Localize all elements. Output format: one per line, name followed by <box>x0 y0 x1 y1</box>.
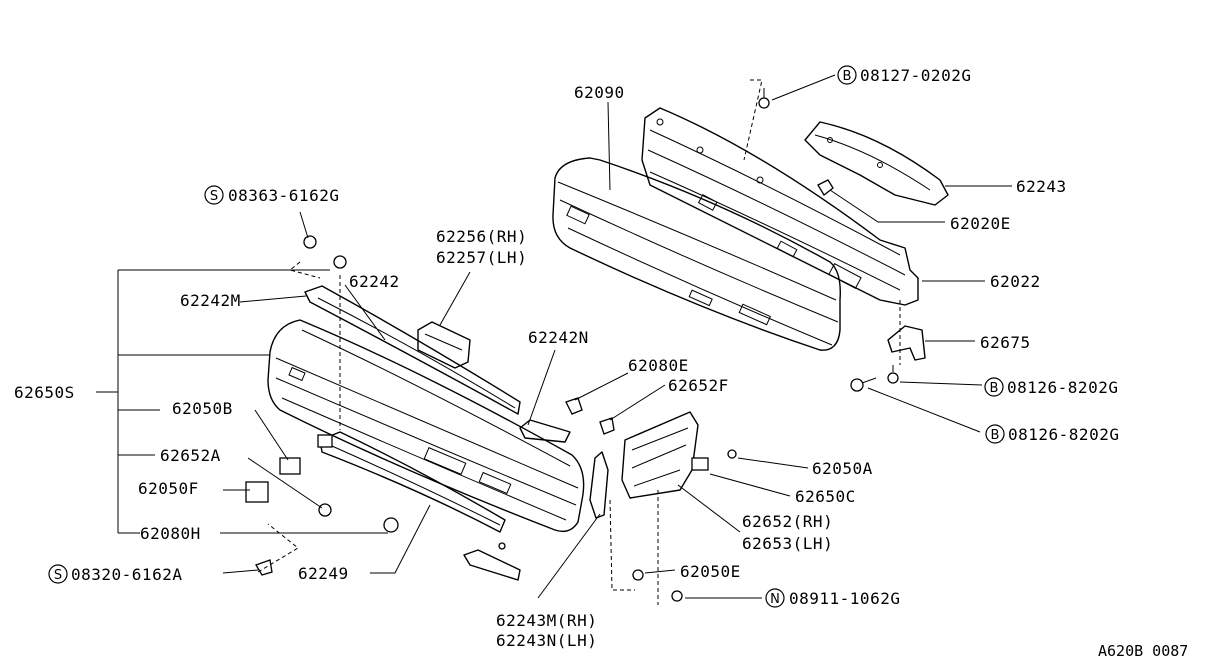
screw-s-circle-icon <box>48 564 68 584</box>
part-62242-molding <box>304 285 521 415</box>
label-62242: 62242 <box>349 272 400 291</box>
bolt-icon-group-right <box>758 88 899 392</box>
label-62653LH: 62653(LH) <box>742 534 833 553</box>
label-62243: 62243 <box>1016 177 1067 196</box>
label-62650C: 62650C <box>795 487 856 506</box>
part-62256-marker <box>417 321 471 369</box>
label-62080E: 62080E <box>628 356 689 375</box>
label-08363-6162G: 08363-6162G <box>228 186 339 205</box>
label-62050B: 62050B <box>172 399 233 418</box>
part-62249-lower-grill <box>319 431 506 533</box>
part-62243-bracket <box>804 121 949 206</box>
label-08127-0202G: 08127-0202G <box>860 66 971 85</box>
label-08911-1062G: 08911-1062G <box>789 589 900 608</box>
screw-s-circle-icon <box>204 185 224 205</box>
part-reinforcement <box>641 107 919 306</box>
label-62022: 62022 <box>990 272 1041 291</box>
bolt-b-circle-icon <box>984 377 1004 397</box>
part-62020E-clip <box>817 179 834 196</box>
label-62243N: 62243N(LH) <box>496 631 597 650</box>
label-62090: 62090 <box>574 83 625 102</box>
label-08126-8202G-b: 08126-8202G <box>1008 425 1119 444</box>
circle-letter: S <box>54 568 62 583</box>
circle-letter: B <box>990 381 999 396</box>
label-62257LH: 62257(LH) <box>436 248 527 267</box>
figure-ref-code: A620B 0087 <box>1098 642 1188 660</box>
label-62050F: 62050F <box>138 479 199 498</box>
part-62650S-front-bumper <box>267 319 585 533</box>
label-08320-6162A: 08320-6162A <box>71 565 182 584</box>
bolt-b-circle-icon <box>985 424 1005 444</box>
label-62650S: 62650S <box>14 383 75 402</box>
label-62675: 62675 <box>980 333 1031 352</box>
label-62080H: 62080H <box>140 524 201 543</box>
label-62652F: 62652F <box>668 376 729 395</box>
bolt-icon-group-left <box>245 235 683 602</box>
label-62243M: 62243M(RH) <box>496 611 597 630</box>
part-62242N-strip <box>519 419 571 443</box>
label-62050A: 62050A <box>812 459 873 478</box>
label-62652RH: 62652(RH) <box>742 512 833 531</box>
part-62090-bumper-cover <box>552 157 841 351</box>
part-62243M-bracket <box>589 451 609 519</box>
part-lower-clip <box>463 542 521 581</box>
label-62242N: 62242N <box>528 328 589 347</box>
part-labels: 62090 B 08127-0202G 62243 62020E 62022 6… <box>14 65 1188 660</box>
leader-lines <box>96 74 1012 605</box>
circle-letter: B <box>843 69 852 84</box>
part-62652-side-bracket <box>621 411 699 499</box>
nut-n-circle-icon <box>765 588 785 608</box>
part-62652F-clip <box>599 417 615 435</box>
label-08126-8202G-a: 08126-8202G <box>1007 378 1118 397</box>
label-62249: 62249 <box>298 564 349 583</box>
label-62020E: 62020E <box>950 214 1011 233</box>
circle-letter: B <box>991 428 1000 443</box>
label-62652A: 62652A <box>160 446 221 465</box>
circle-letter: S <box>210 189 218 204</box>
label-62050E: 62050E <box>680 562 741 581</box>
label-62242M: 62242M <box>180 291 241 310</box>
part-62050A <box>691 449 737 471</box>
part-62080E-clip <box>565 397 583 415</box>
part-62675-bracket <box>887 325 926 361</box>
label-62256RH: 62256(RH) <box>436 227 527 246</box>
bolt-b-circle-icon <box>837 65 857 85</box>
circle-letter: N <box>770 592 780 607</box>
